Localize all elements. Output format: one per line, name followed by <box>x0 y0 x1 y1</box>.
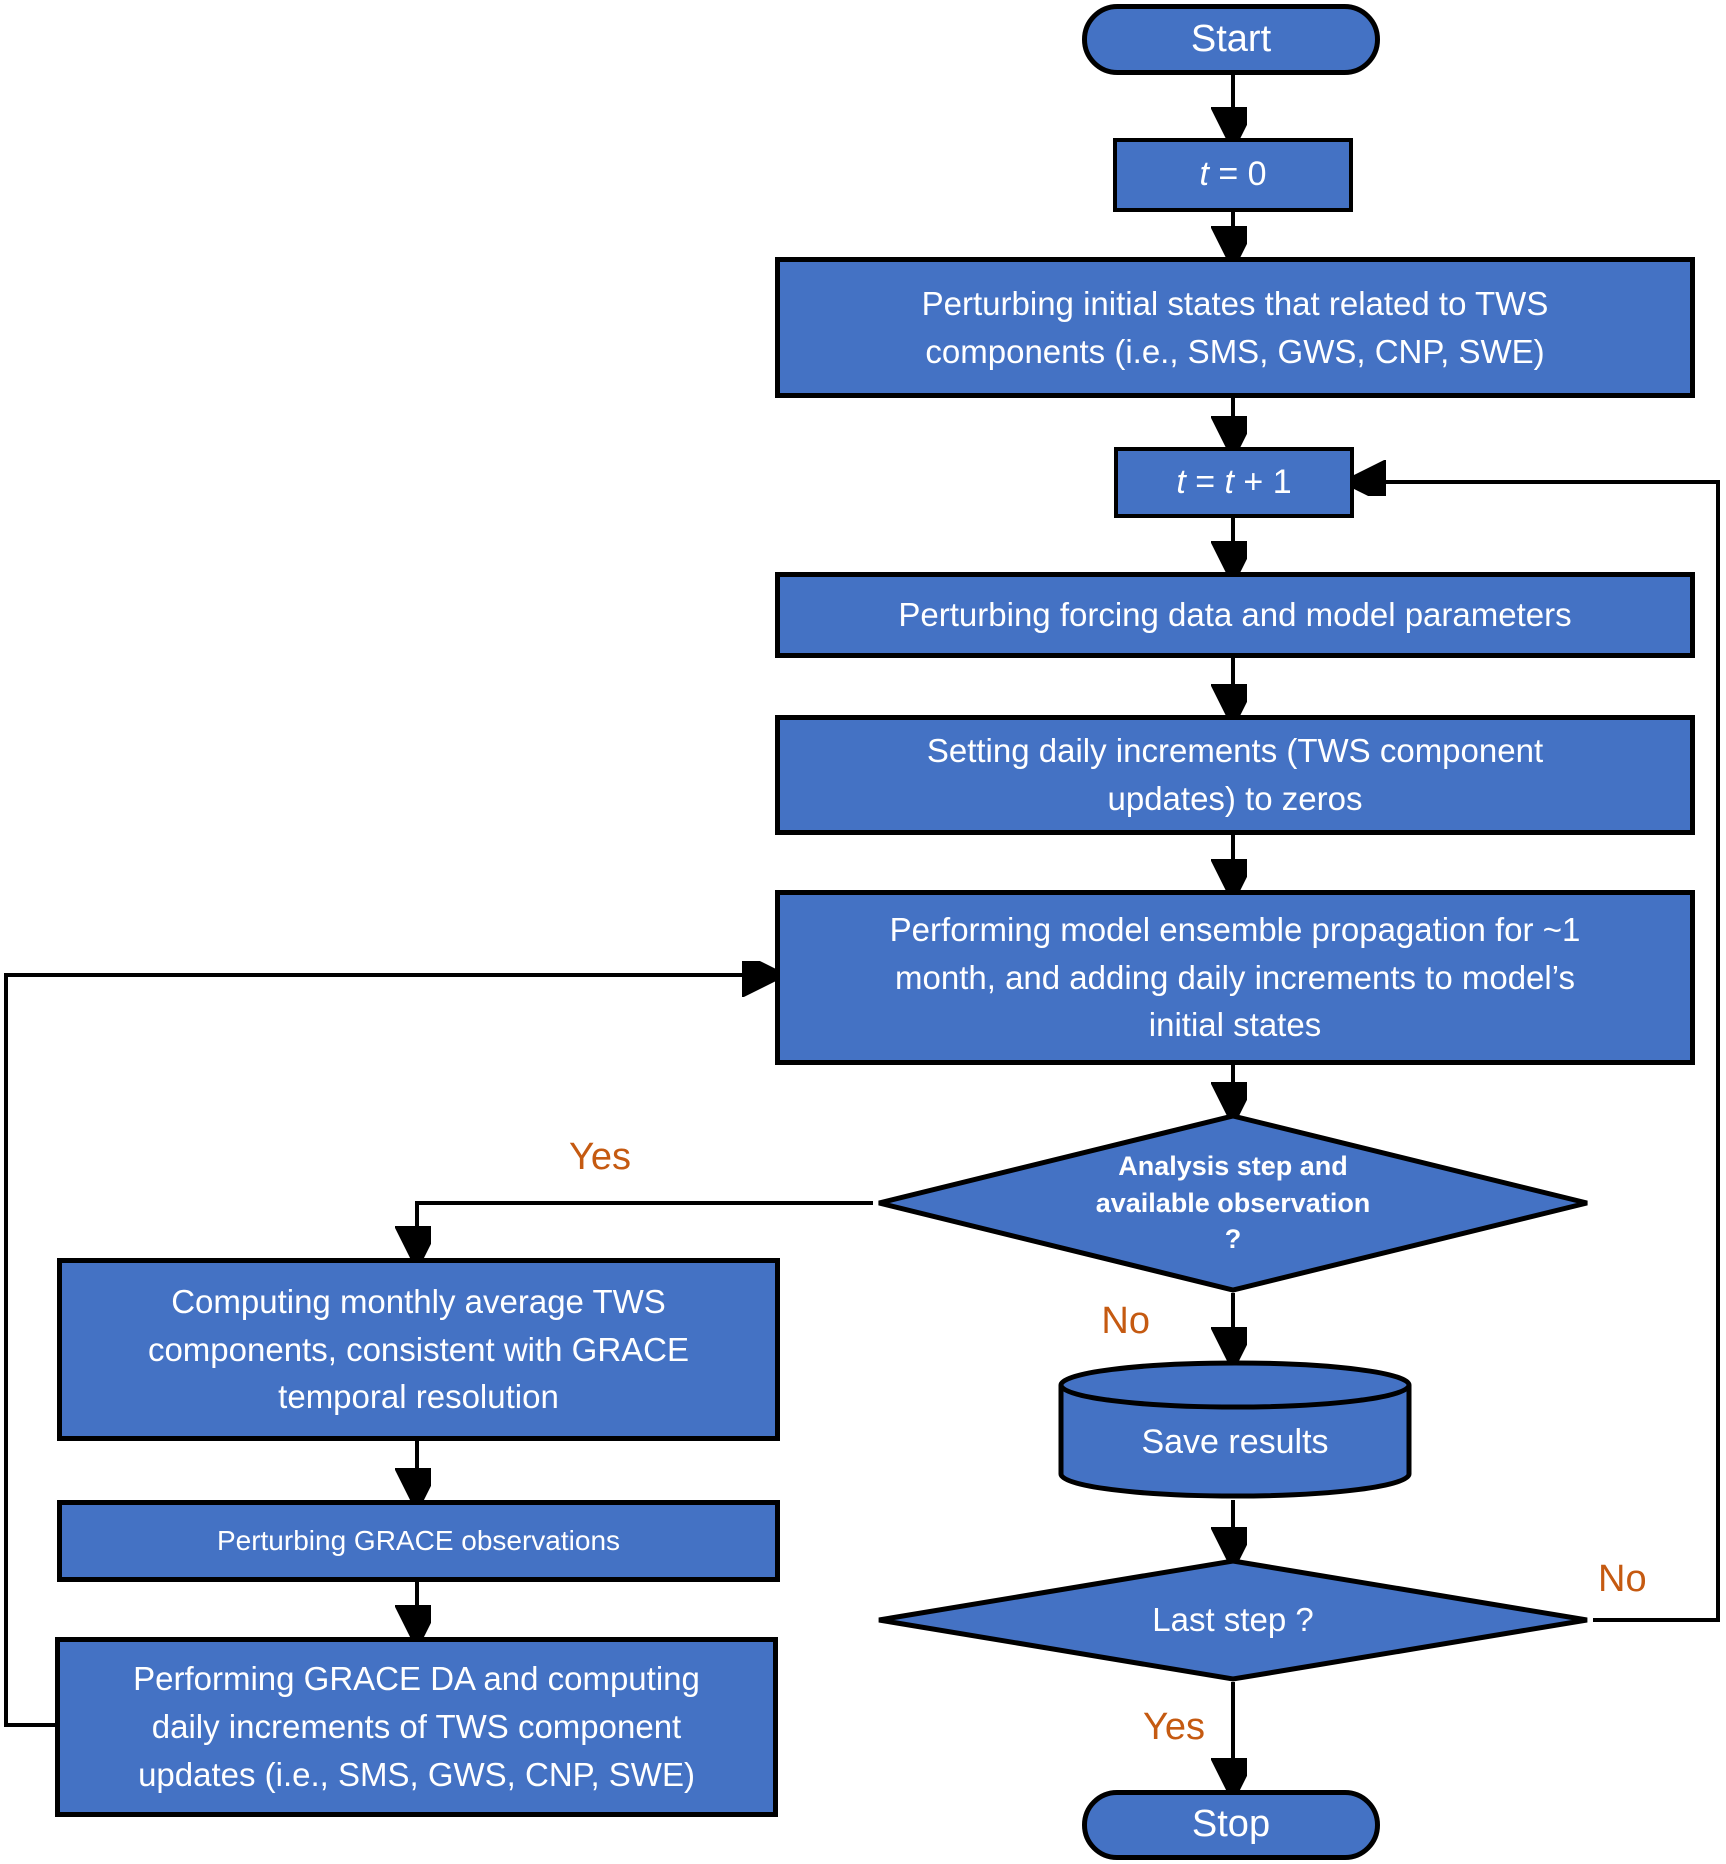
branch-label-last-step-yes: Yes <box>1143 1706 1205 1748</box>
last-step-decision-text: Last step ? <box>1152 1601 1314 1639</box>
node-start-terminator: Start <box>1082 4 1380 75</box>
node-compute-monthly-tws: Computing monthly average TWS components… <box>57 1258 780 1441</box>
diamond-shape <box>878 1113 1588 1293</box>
node-t-init: t = 0 <box>1113 138 1353 212</box>
node-last-step-decision-diamond: Last step ? <box>873 1558 1593 1682</box>
save-results-label: Save results <box>1141 1423 1329 1462</box>
node-set-increments: Setting daily increments (TWS component … <box>775 715 1695 835</box>
node-perturb-forcing: Perturbing forcing data and model parame… <box>775 572 1695 658</box>
node-stop-terminator: Stop <box>1082 1790 1380 1860</box>
node-perturb-initial-states: Perturbing initial states that related t… <box>775 257 1695 398</box>
node-save-results-datastore: Save results <box>1058 1360 1412 1500</box>
branch-label-analysis-no: No <box>1101 1300 1150 1342</box>
node-perturb-grace-observations: Perturbing GRACE observations <box>57 1500 780 1582</box>
branch-label-last-step-no: No <box>1598 1558 1647 1600</box>
diamond-shape <box>878 1558 1588 1682</box>
node-model-propagation: Performing model ensemble propagation fo… <box>775 890 1695 1065</box>
start-label: Start <box>1190 17 1272 60</box>
analysis-decision-text: Analysis step and available observation … <box>1095 1151 1371 1255</box>
arrow-analysis-yes-to-compute-monthly <box>417 1201 873 1252</box>
node-analysis-decision-diamond: Analysis step and available observation … <box>873 1113 1593 1293</box>
node-t-increment: t = t + 1 <box>1114 447 1354 518</box>
branch-label-analysis-yes: Yes <box>569 1136 631 1178</box>
cylinder-shape <box>1058 1360 1412 1499</box>
t-init-formula: t = 0 <box>1199 155 1267 194</box>
t-increment-formula: t = t + 1 <box>1176 462 1292 501</box>
node-grace-da: Performing GRACE DA and computing daily … <box>55 1637 778 1817</box>
stop-label: Stop <box>1191 1803 1271 1846</box>
